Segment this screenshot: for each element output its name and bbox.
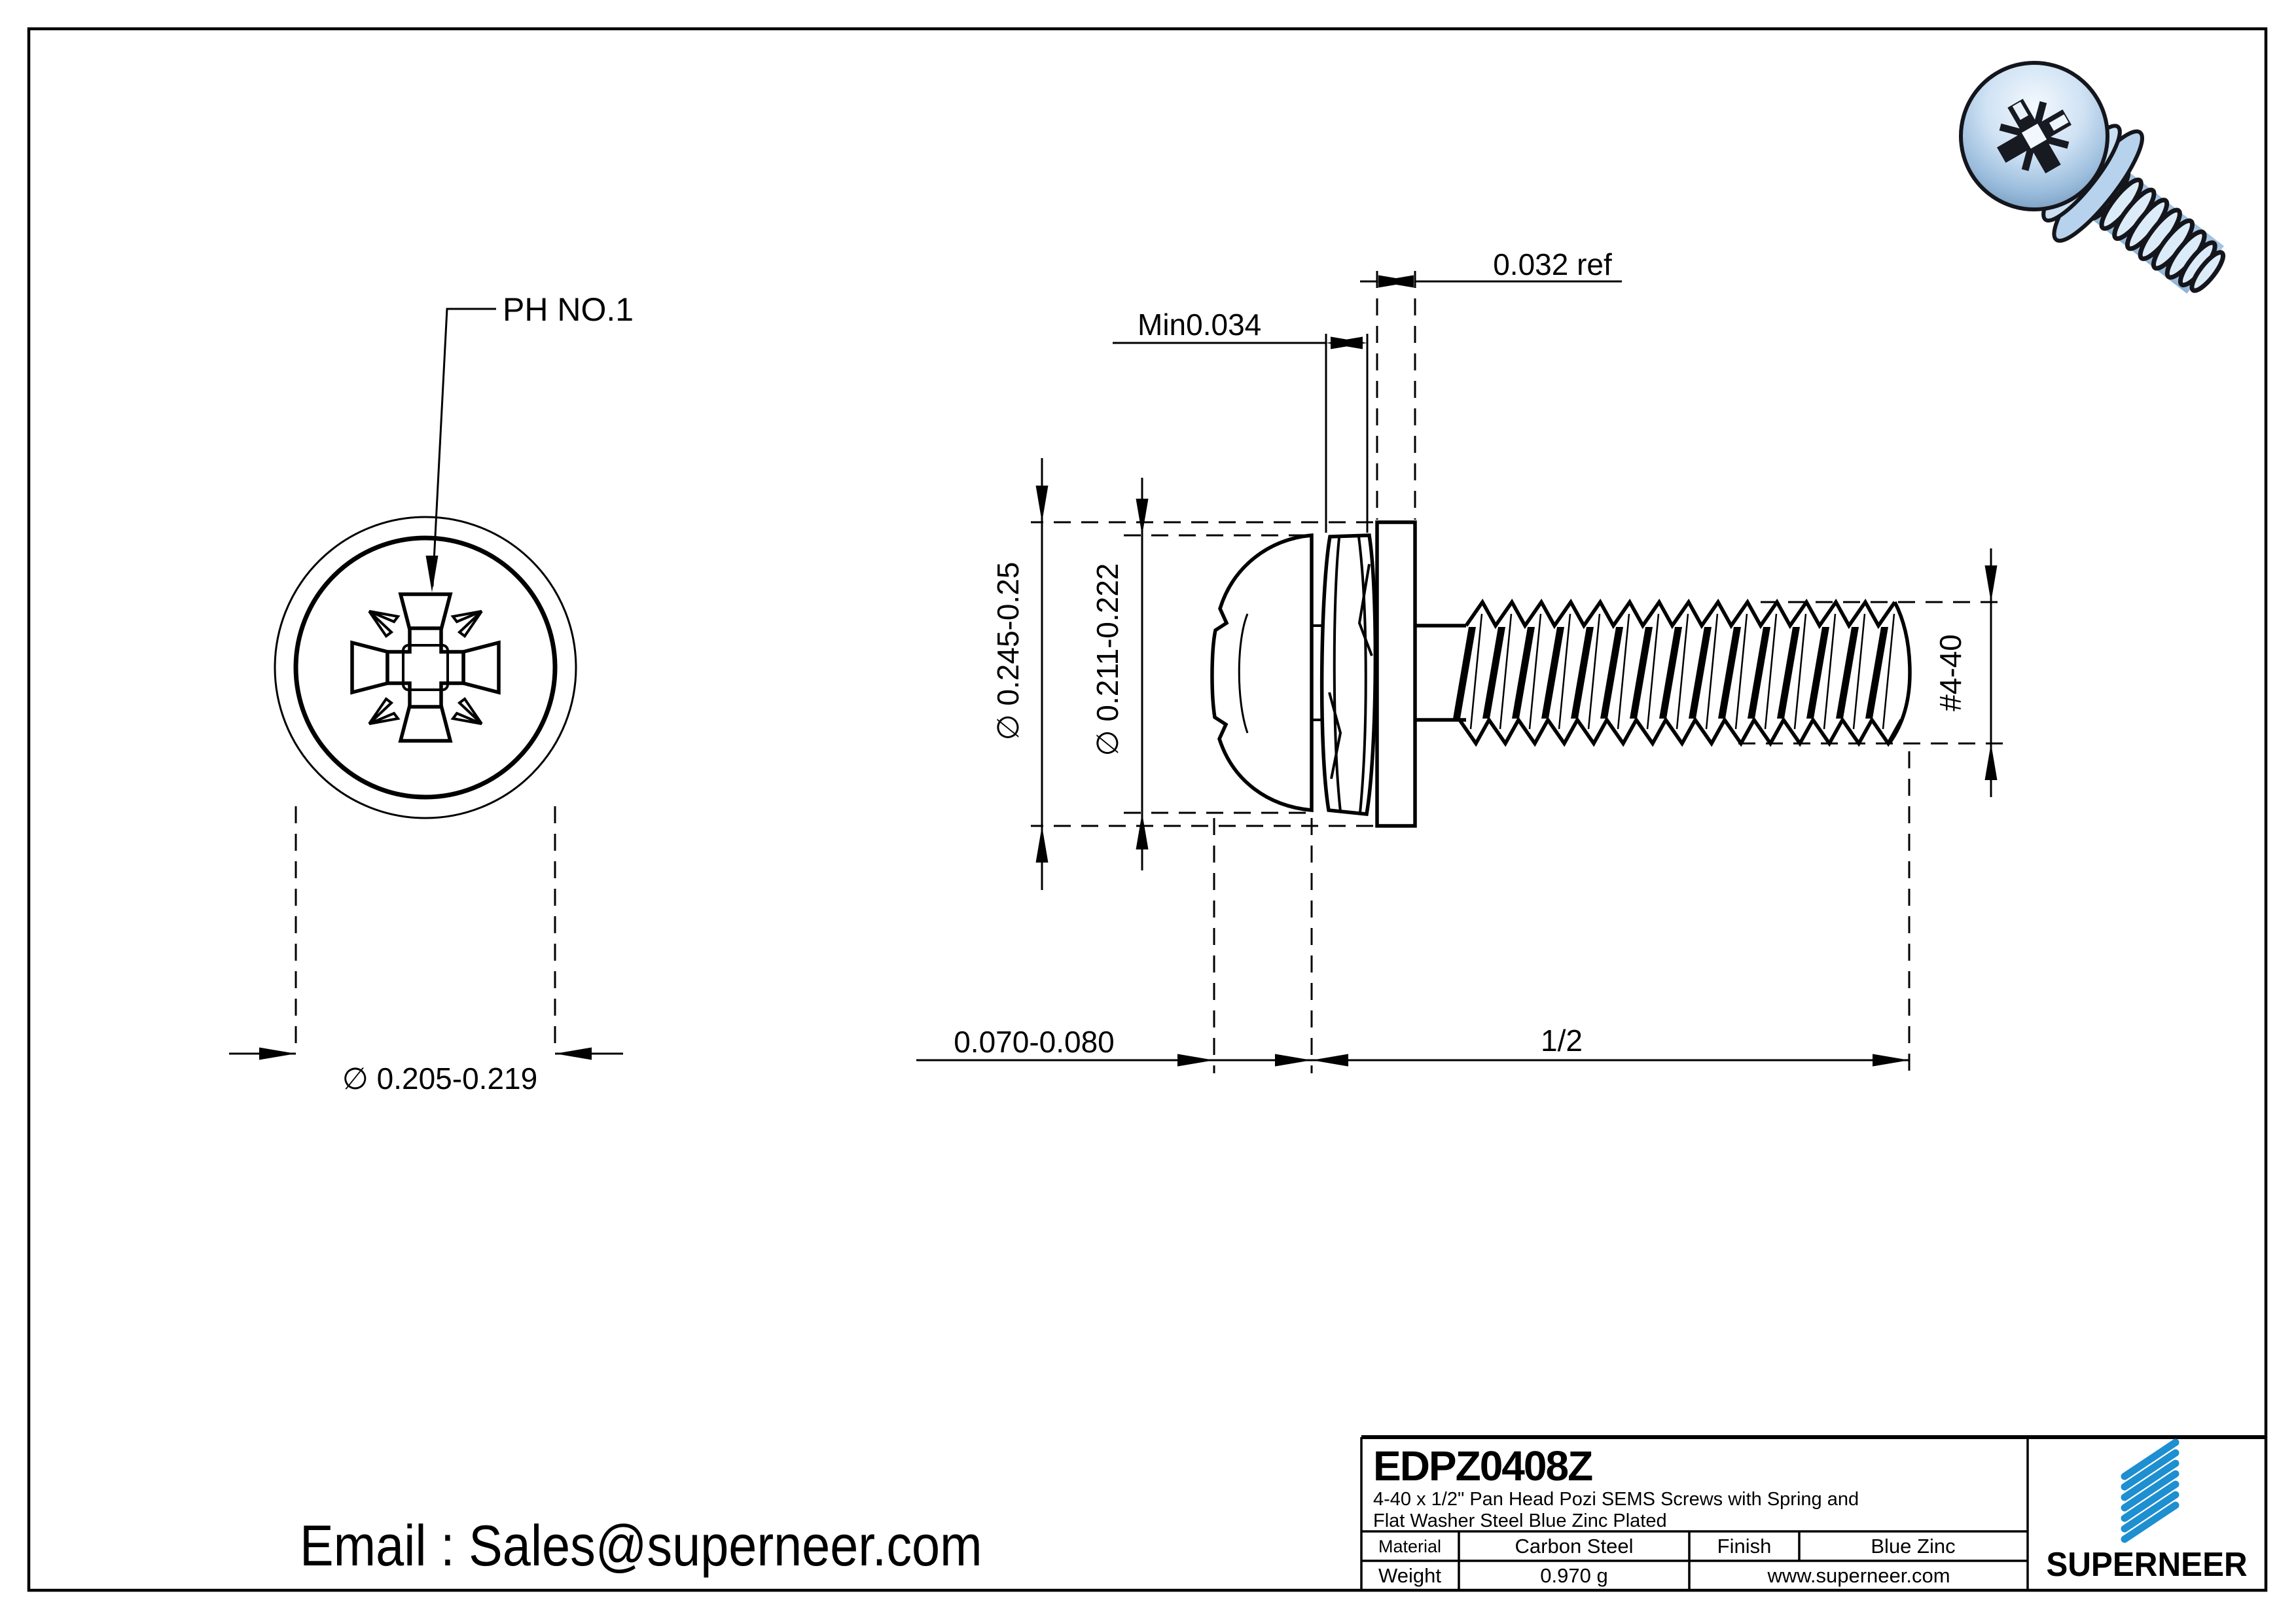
title-block: EDPZ0408Z 4-40 x 1/2" Pan Head Pozi SEMS… [1360, 1435, 2266, 1590]
weight-label: Weight [1378, 1564, 1441, 1587]
description-line1: 4-40 x 1/2" Pan Head Pozi SEMS Screws wi… [1373, 1489, 1859, 1510]
drive-label: PH NO.1 [503, 291, 634, 328]
material-value: Carbon Steel [1515, 1535, 1634, 1558]
weight-value: 0.970 g [1540, 1564, 1607, 1587]
superneer-logo: SUPERNEER [2046, 1438, 2248, 1583]
footer: Email : Sales@superneer.com [300, 1513, 982, 1578]
front-view: PH NO.1 ∅ 0.205-0.219 [229, 291, 634, 1096]
spring-washer [1319, 533, 1378, 817]
pan-head [1210, 533, 1314, 813]
email-text: Email : Sales@superneer.com [300, 1513, 982, 1578]
dim-length: 1/2 [1312, 751, 1910, 1073]
website-link[interactable]: www.superneer.com [1767, 1564, 1950, 1587]
head-od-label: ∅ 0.211-0.222 [1090, 563, 1124, 757]
pozi-drive-icon [350, 592, 501, 743]
dim-thread: #4-40 [1738, 548, 2005, 797]
head-inner-circle [293, 535, 558, 800]
dim-head-height: 0.070-0.080 [916, 818, 1313, 1073]
side-view: 0.032 ref Min0.034 ∅ 0.245-0.25 [916, 247, 2005, 1073]
spring-washer-label: Min0.034 [1138, 308, 1261, 342]
finish-label: Finish [1717, 1535, 1772, 1558]
brand-text: SUPERNEER [2046, 1545, 2247, 1583]
head-height-label: 0.070-0.080 [954, 1025, 1115, 1059]
drive-leader: PH NO.1 [425, 291, 634, 592]
front-dia-dimension: ∅ 0.205-0.219 [229, 806, 623, 1096]
pozi-recess-3d [1997, 99, 2072, 173]
length-label: 1/2 [1541, 1024, 1583, 1058]
dim-washer-thickness: 0.032 ref [1360, 247, 1622, 520]
dim-spring-washer: Min0.034 [1113, 308, 1369, 533]
dim-washer-od: ∅ 0.245-0.25 [991, 458, 1373, 890]
page-border [27, 27, 2268, 1592]
description-line2: Flat Washer Steel Blue Zinc Plated [1373, 1510, 1667, 1531]
flat-washer [1375, 520, 1417, 828]
washer-thickness-label: 0.032 ref [1493, 247, 1612, 281]
part-number: EDPZ0408Z [1373, 1442, 1592, 1489]
washer-od-label: ∅ 0.245-0.25 [991, 562, 1025, 741]
screw-3d-render [1959, 61, 2226, 294]
finish-value: Blue Zinc [1871, 1535, 1955, 1558]
material-label: Material [1378, 1537, 1441, 1556]
dim-head-od: ∅ 0.211-0.222 [1090, 478, 1306, 870]
thread [1415, 598, 1912, 747]
thread-label: #4-40 [1933, 634, 1967, 711]
front-dia-label: ∅ 0.205-0.219 [342, 1061, 537, 1096]
head-outer-circle [274, 516, 577, 819]
